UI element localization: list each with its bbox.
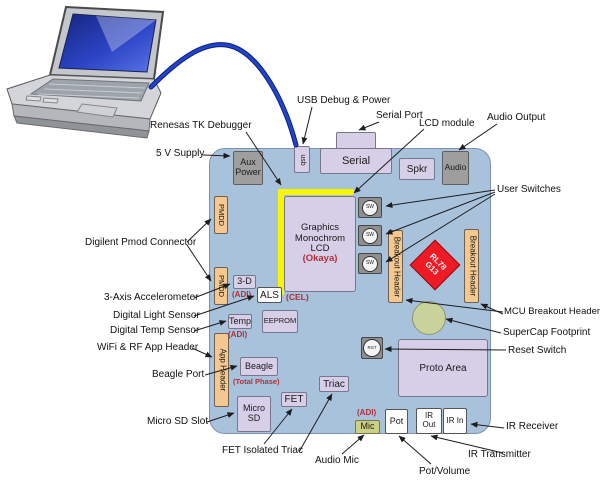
- laptop-body: [6, 74, 162, 120]
- fet-module: FET: [281, 392, 307, 407]
- proto-area: Proto Area: [398, 339, 488, 397]
- laptop-keyboard: [29, 78, 150, 102]
- laptop-button-left: [25, 95, 42, 102]
- temp-sensor-module: Temp: [228, 314, 252, 329]
- pmod-bottom-label: PMDD: [217, 274, 227, 298]
- light-sensor-module: ALS: [257, 287, 282, 303]
- graphics-lcd-module: Graphics Monochrom LCD (Okaya): [284, 196, 356, 292]
- beagle-brand-totalphase: (Total Phase): [233, 377, 280, 386]
- laptop-touchpad: [76, 103, 118, 118]
- aux-power-module: Aux Power: [233, 151, 263, 185]
- callout-lcd-module: LCD module: [419, 118, 475, 129]
- callout-wifi-rf-app-header: WiFi & RF App Header: [97, 342, 199, 353]
- usb-port-label: usb: [298, 153, 306, 166]
- laptop-button-right: [42, 97, 59, 104]
- arrow-pmod-bottom: [186, 244, 212, 282]
- arrow-pot-volume: [398, 435, 432, 465]
- callout-mcu-breakout-headers: MCU Breakout Headers: [504, 306, 600, 317]
- ir-in-module: IR In: [443, 408, 467, 434]
- laptop-illustration: [6, 5, 165, 139]
- breakout-header-left-label: Breakout Header: [391, 236, 401, 297]
- triac-module: Triac: [319, 376, 349, 392]
- app-header-connector: App Header: [214, 333, 229, 407]
- tk-debugger-line-vertical: [278, 189, 284, 295]
- ir-out-module: IR Out: [416, 408, 442, 434]
- callout-user-switches: User Switches: [497, 184, 561, 195]
- callout-renesas-tk-debugger: Renesas TK Debugger: [150, 120, 252, 131]
- reset-switch-button: RST: [361, 337, 383, 359]
- callout-beagle-port: Beagle Port: [152, 369, 205, 380]
- callout-digilent-pmod: Digilent Pmod Connector: [85, 237, 197, 248]
- laptop-key-rows: [37, 83, 146, 99]
- breakout-header-right: Breakout Header: [464, 229, 479, 303]
- laptop-screen-frame: [48, 5, 165, 81]
- mic-module: Mic: [355, 420, 380, 434]
- callout-supercap-footprint: SuperCap Footprint: [503, 327, 591, 338]
- audio-module: Audio: [442, 151, 469, 185]
- laptop-base-rim: [13, 115, 150, 139]
- accelerometer-module: 3-D: [233, 275, 256, 289]
- arrow-usb-debug-power: [301, 106, 313, 145]
- callout-audio-output: Audio Output: [487, 112, 546, 123]
- callout-digital-temp-sensor: Digital Temp Sensor: [110, 325, 200, 336]
- user-switch-3: SW: [358, 253, 382, 274]
- switch-3-cap: SW: [362, 255, 378, 272]
- app-header-label: App Header: [217, 348, 227, 392]
- supercap-footprint-circle: [412, 301, 446, 335]
- accel-brand-adi: (ADI): [232, 290, 252, 299]
- laptop-front-face: [11, 103, 151, 132]
- callout-usb-debug-power: USB Debug & Power: [297, 95, 391, 106]
- micro-sd-module: Micro SD: [237, 396, 271, 432]
- callout-fet-isolated-triac: FET Isolated Triac: [222, 445, 303, 456]
- pot-module: Pot: [385, 409, 408, 434]
- user-switch-1: SW: [358, 197, 382, 218]
- pmod-connector-bottom: PMDD: [214, 267, 228, 305]
- serial-module: Serial: [320, 148, 392, 174]
- arrow-serial-port: [358, 121, 380, 131]
- callout-reset-switch: Reset Switch: [508, 345, 567, 356]
- callout-accelerometer: 3-Axis Accelerometer: [104, 292, 199, 303]
- lcd-text-line1: Graphics: [300, 222, 339, 234]
- beagle-port-module: Beagle: [240, 357, 278, 376]
- speaker-module: Spkr: [399, 158, 435, 180]
- switch-1-cap: SW: [362, 199, 378, 216]
- pmod-top-label: PMDD: [217, 203, 227, 227]
- callout-audio-mic: Audio Mic: [315, 455, 359, 466]
- usb-port-module: usb: [294, 146, 310, 173]
- temp-brand-adi: (ADI): [228, 330, 248, 339]
- callout-serial-port: Serial Port: [376, 110, 423, 121]
- breakout-header-right-label: Breakout Header: [467, 235, 477, 297]
- callout-digital-light-sensor: Digital Light Sensor: [113, 310, 200, 321]
- laptop-screen-glare: [96, 16, 156, 52]
- arrow-audio-mic: [341, 434, 365, 455]
- callout-5v-supply: 5 V Supply: [156, 148, 205, 159]
- switch-2-cap: SW: [362, 227, 378, 244]
- lcd-brand-okaya: (Okaya): [302, 253, 338, 265]
- serial-connector-tab: [336, 132, 376, 149]
- als-brand-cel: (CEL): [286, 292, 309, 302]
- callout-ir-transmitter: IR Transmitter: [468, 449, 531, 460]
- tk-debugger-line-horizontal: [278, 189, 354, 195]
- pmod-connector-top: PMDD: [214, 196, 228, 234]
- reset-button-cap: RST: [363, 339, 381, 357]
- laptop-screen: [58, 13, 157, 73]
- callout-pot-volume: Pot/Volume: [419, 466, 471, 477]
- callout-micro-sd-slot: Micro SD Slot: [147, 416, 209, 427]
- user-switch-2: SW: [358, 225, 382, 246]
- breakout-header-left: Breakout Header: [388, 230, 403, 303]
- lcd-text-line2: Monochrom LCD: [294, 232, 346, 254]
- callout-ir-receiver: IR Receiver: [506, 421, 559, 432]
- mic-brand-adi: (ADI): [357, 408, 377, 417]
- eeprom-module: EEPROM: [262, 310, 298, 333]
